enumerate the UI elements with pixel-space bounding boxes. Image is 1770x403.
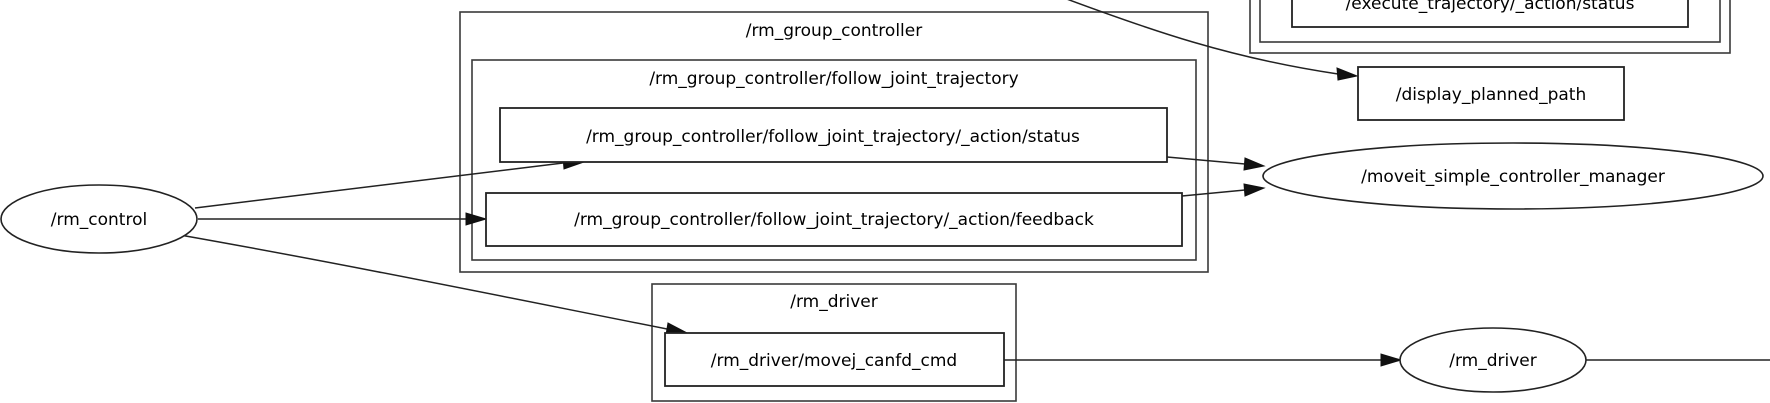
- cluster-rm-group-controller: /rm_group_controller: [459, 11, 1209, 273]
- topic-fjt-status[interactable]: /rm_group_controller/follow_joint_trajec…: [499, 107, 1168, 163]
- node-rm-driver-label: /rm_driver: [1449, 351, 1537, 371]
- edge-fjt-status-to-manager: [1166, 156, 1246, 165]
- topic-fjt-feedback[interactable]: /rm_group_controller/follow_joint_trajec…: [485, 192, 1183, 247]
- cluster-rm-driver: /rm_driver: [651, 283, 1017, 402]
- node-rm-control[interactable]: /rm_control: [0, 184, 198, 254]
- node-rm-driver[interactable]: /rm_driver: [1399, 327, 1587, 393]
- cluster-follow-joint-trajectory-label: /rm_group_controller/follow_joint_trajec…: [649, 69, 1018, 89]
- edge-fjt-feedback-to-manager: [1181, 189, 1246, 197]
- cluster-rm-driver-label: /rm_driver: [790, 292, 878, 312]
- node-moveit-simple-controller-manager[interactable]: /moveit_simple_controller_manager: [1262, 142, 1764, 210]
- edge-layer: [179, 0, 1770, 367]
- node-rm-control-label: /rm_control: [51, 210, 147, 230]
- topic-execute-trajectory-status[interactable]: /execute_trajectory/_action/status: [1291, 0, 1689, 28]
- arrowhead-manager-status: [1243, 157, 1266, 171]
- arrowhead-fjt-feedback: [465, 212, 488, 226]
- arrowhead-display: [1336, 67, 1359, 81]
- edge-control-to-fjt-status: [194, 162, 564, 209]
- topic-display-planned-path[interactable]: /display_planned_path: [1357, 66, 1625, 121]
- arrowhead-rm-driver: [1380, 353, 1403, 367]
- topic-fjt-feedback-label: /rm_group_controller/follow_joint_trajec…: [574, 210, 1094, 230]
- cluster-rm-group-controller-label: /rm_group_controller: [746, 21, 922, 41]
- edge-control-to-movej: [179, 234, 668, 330]
- topic-execute-trajectory-status-label: /execute_trajectory/_action/status: [1346, 0, 1635, 14]
- topic-fjt-status-label: /rm_group_controller/follow_joint_trajec…: [586, 127, 1080, 147]
- node-moveit-simple-controller-manager-label: /moveit_simple_controller_manager: [1361, 167, 1665, 187]
- cluster-exec-outer: [1249, 0, 1731, 54]
- edge-top-to-display: [1067, 0, 1339, 75]
- topic-movej-canfd-cmd-label: /rm_driver/movej_canfd_cmd: [711, 351, 957, 371]
- topic-display-planned-path-label: /display_planned_path: [1396, 85, 1586, 105]
- topic-movej-canfd-cmd[interactable]: /rm_driver/movej_canfd_cmd: [664, 332, 1005, 387]
- arrowhead-manager-feedback: [1243, 183, 1266, 197]
